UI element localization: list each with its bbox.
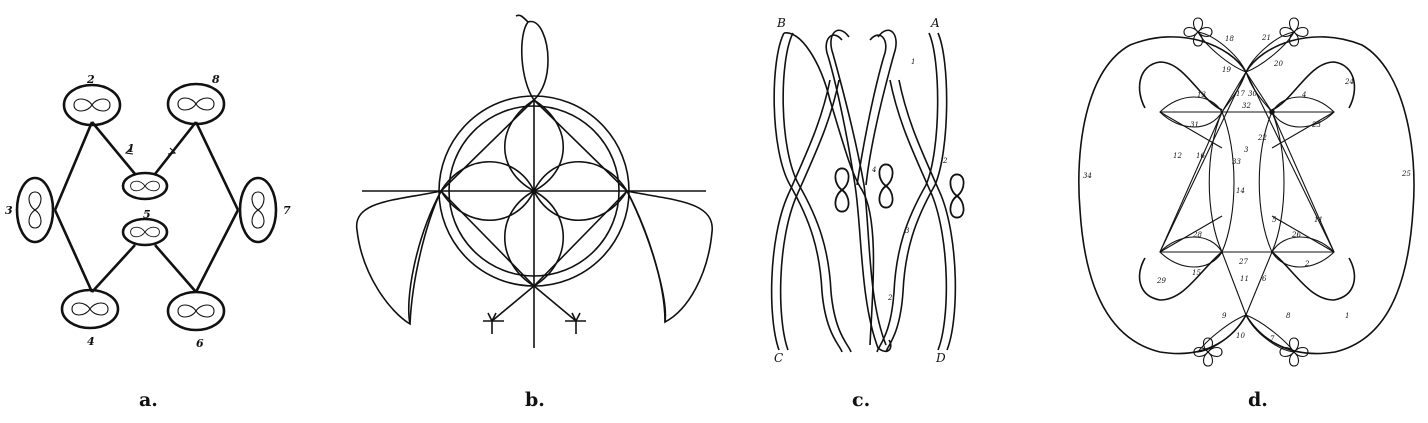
panel-c-labels: B A C D 1 2 3 4 2 [774,16,948,365]
label-d-24: 24 [1344,78,1354,86]
label-d-7: 7 [1270,335,1275,343]
panel-a-loop-2 [62,83,122,127]
label-d-3: 3 [1244,146,1249,154]
label-d-22: 22 [1257,134,1267,142]
label-d-11b: 11 [1240,275,1249,283]
panel-c-left-strands [770,29,892,353]
label-a-2: 2 [86,73,95,86]
label-d-31: 31 [1190,121,1199,129]
caption-c: c. [852,389,870,411]
label-d-15: 15 [1192,269,1201,277]
label-d-10: 10 [1236,332,1245,340]
label-d-21: 21 [1261,34,1271,42]
label-d-9: 9 [1222,312,1227,320]
label-d-39: 34 [1083,172,1092,180]
panel-a-loop-5 [121,217,169,247]
label-c-3: 3 [905,227,910,235]
label-d-1: 1 [1345,312,1349,320]
panel-a: 1 2 3 4 5 6 7 8 a. [5,73,291,411]
label-d-5: 5 [1272,216,1277,224]
label-d-20: 20 [1273,60,1283,68]
label-d-18: 18 [1225,35,1234,43]
label-d-4: 4 [1301,91,1306,99]
label-d-13: 13 [1197,91,1206,99]
panel-b: b. [356,14,713,411]
caption-b: b. [525,389,545,411]
label-d-26: 26 [1291,231,1301,239]
label-d-8: 8 [1286,312,1291,320]
label-d-28: 28 [1192,231,1202,239]
label-d-12: 12 [1173,152,1182,160]
label-d-14: 14 [1236,187,1245,195]
label-c-2b: 2 [887,294,893,302]
panel-a-loop-4 [60,288,120,330]
label-a-1: 1 [127,142,135,155]
label-d-11: 11 [1314,216,1323,224]
caption-d: d. [1248,389,1268,411]
label-c-A: A [930,16,940,30]
caption-a: a. [139,389,158,411]
panel-a-loop-7 [238,176,278,244]
label-d-25: 25 [1401,170,1411,178]
label-d-19: 19 [1222,66,1231,74]
label-a-3: 3 [5,204,13,217]
label-d-2: 2 [1304,260,1310,268]
panel-c: B A C D 1 2 3 4 2 c. [770,16,965,411]
panel-b-right-wing [625,189,713,324]
label-a-7: 7 [283,204,291,217]
panel-a-labels: 1 2 3 4 5 6 7 8 [5,73,291,350]
label-c-4: 4 [871,166,876,174]
label-a-4: 4 [87,335,95,348]
panel-a-loop-3 [15,176,55,244]
panel-c-knots [834,163,965,219]
panel-b-lines [362,99,706,348]
label-d-17: 17 [1236,90,1245,98]
label-d-27: 27 [1238,258,1248,266]
label-a-8: 8 [212,73,220,86]
label-d-23: 23 [1311,121,1321,129]
label-c-D: D [935,351,946,365]
panel-a-diamond [53,121,240,293]
panel-a-loop-8 [166,82,226,126]
panel-d: 18 19 21 20 13 17 30 32 4 24 31 23 12 16… [1078,17,1415,411]
label-a-5: 5 [143,208,151,221]
label-d-16: 16 [1196,152,1205,160]
label-c-C: C [774,351,783,365]
panel-b-left-wing [356,189,443,326]
panel-b-feet [483,312,586,334]
label-c-B: B [776,16,786,30]
label-d-30: 30 [1248,90,1257,98]
panel-a-loop-1 [121,171,169,201]
label-a-6: 6 [196,337,204,350]
panel-d-labels: 18 19 21 20 13 17 30 32 4 24 31 23 12 16… [1083,34,1411,343]
panel-a-loop-6 [166,290,226,332]
label-c-2a: 2 [942,157,948,165]
panel-c-right-strands [856,29,957,353]
panel-d-outer-loops [1078,36,1415,355]
label-d-29: 29 [1156,277,1166,285]
label-d-33: 33 [1232,158,1241,166]
panel-b-top-loop [515,14,549,101]
panel-d-inner-frame [1159,71,1335,316]
label-d-6: 6 [1262,275,1267,283]
label-d-32: 32 [1242,102,1251,110]
label-c-1: 1 [911,58,915,66]
